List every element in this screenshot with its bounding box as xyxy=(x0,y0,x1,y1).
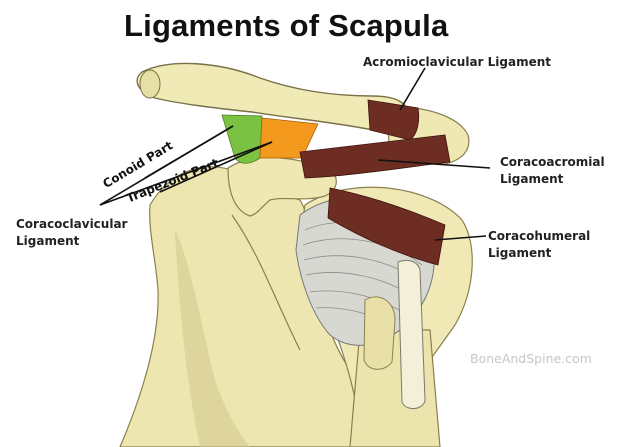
humerus-shaft xyxy=(349,329,441,447)
scapula-spine-ridge xyxy=(231,214,301,351)
leader-trapezoid xyxy=(159,141,273,193)
acromioclavicular-ligament xyxy=(367,99,420,141)
label-coracohumeral: Coracohumeral Ligament xyxy=(488,229,591,260)
clavicle-end xyxy=(139,69,161,99)
coracoacromial-ligament xyxy=(299,134,451,179)
leader-coracoclavicular-a xyxy=(99,125,234,206)
label-coracoacromial: Coracoacromial Ligament xyxy=(500,155,605,186)
diagram-title: Ligaments of Scapula xyxy=(124,8,449,43)
leader-acromioclavicular xyxy=(399,67,426,111)
label-acromioclavicular: Acromioclavicular Ligament xyxy=(363,55,552,69)
scapula-shading xyxy=(175,230,250,447)
coracohumeral-ligament xyxy=(327,187,446,266)
label-coracoclavicular: Coracoclavicular Ligament xyxy=(16,217,128,248)
leader-coracoacromial xyxy=(377,159,491,169)
leader-lines xyxy=(99,67,491,241)
leader-coracohumeral xyxy=(434,235,487,241)
lesser-tubercle xyxy=(363,296,396,370)
watermark: BoneAndSpine.com xyxy=(470,351,592,366)
tendon-of-biceps xyxy=(397,259,426,409)
leader-coracoclavicular-b xyxy=(99,141,273,206)
